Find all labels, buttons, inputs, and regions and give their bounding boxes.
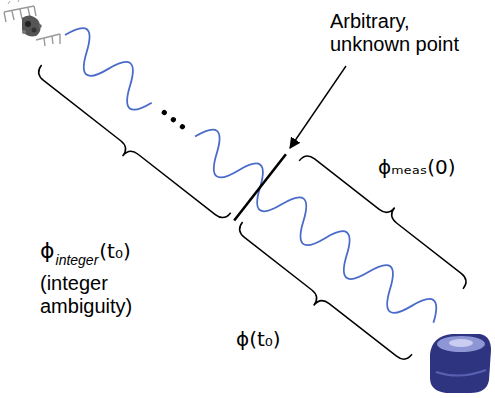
math-symbol: ϕ [40,238,55,263]
annotation-label: (integer ambiguity) [40,272,150,318]
math-label: ϕ(t₀) [236,328,281,351]
brace [299,144,476,289]
brace [229,222,412,372]
carrier-wave [54,21,163,117]
leader-arrow [290,66,346,148]
math-subscript: integer [56,252,99,268]
satellite-icon [4,0,60,46]
callout-note: Arbitrary, unknown point [330,10,480,56]
math-label: ϕₘₑₐₛ(0) [378,156,456,179]
ellipsis-dots [161,109,186,130]
brace [28,65,231,230]
math-argument: (t₀) [99,240,130,263]
reference-point-line [234,154,286,220]
receiver-icon [430,334,491,393]
